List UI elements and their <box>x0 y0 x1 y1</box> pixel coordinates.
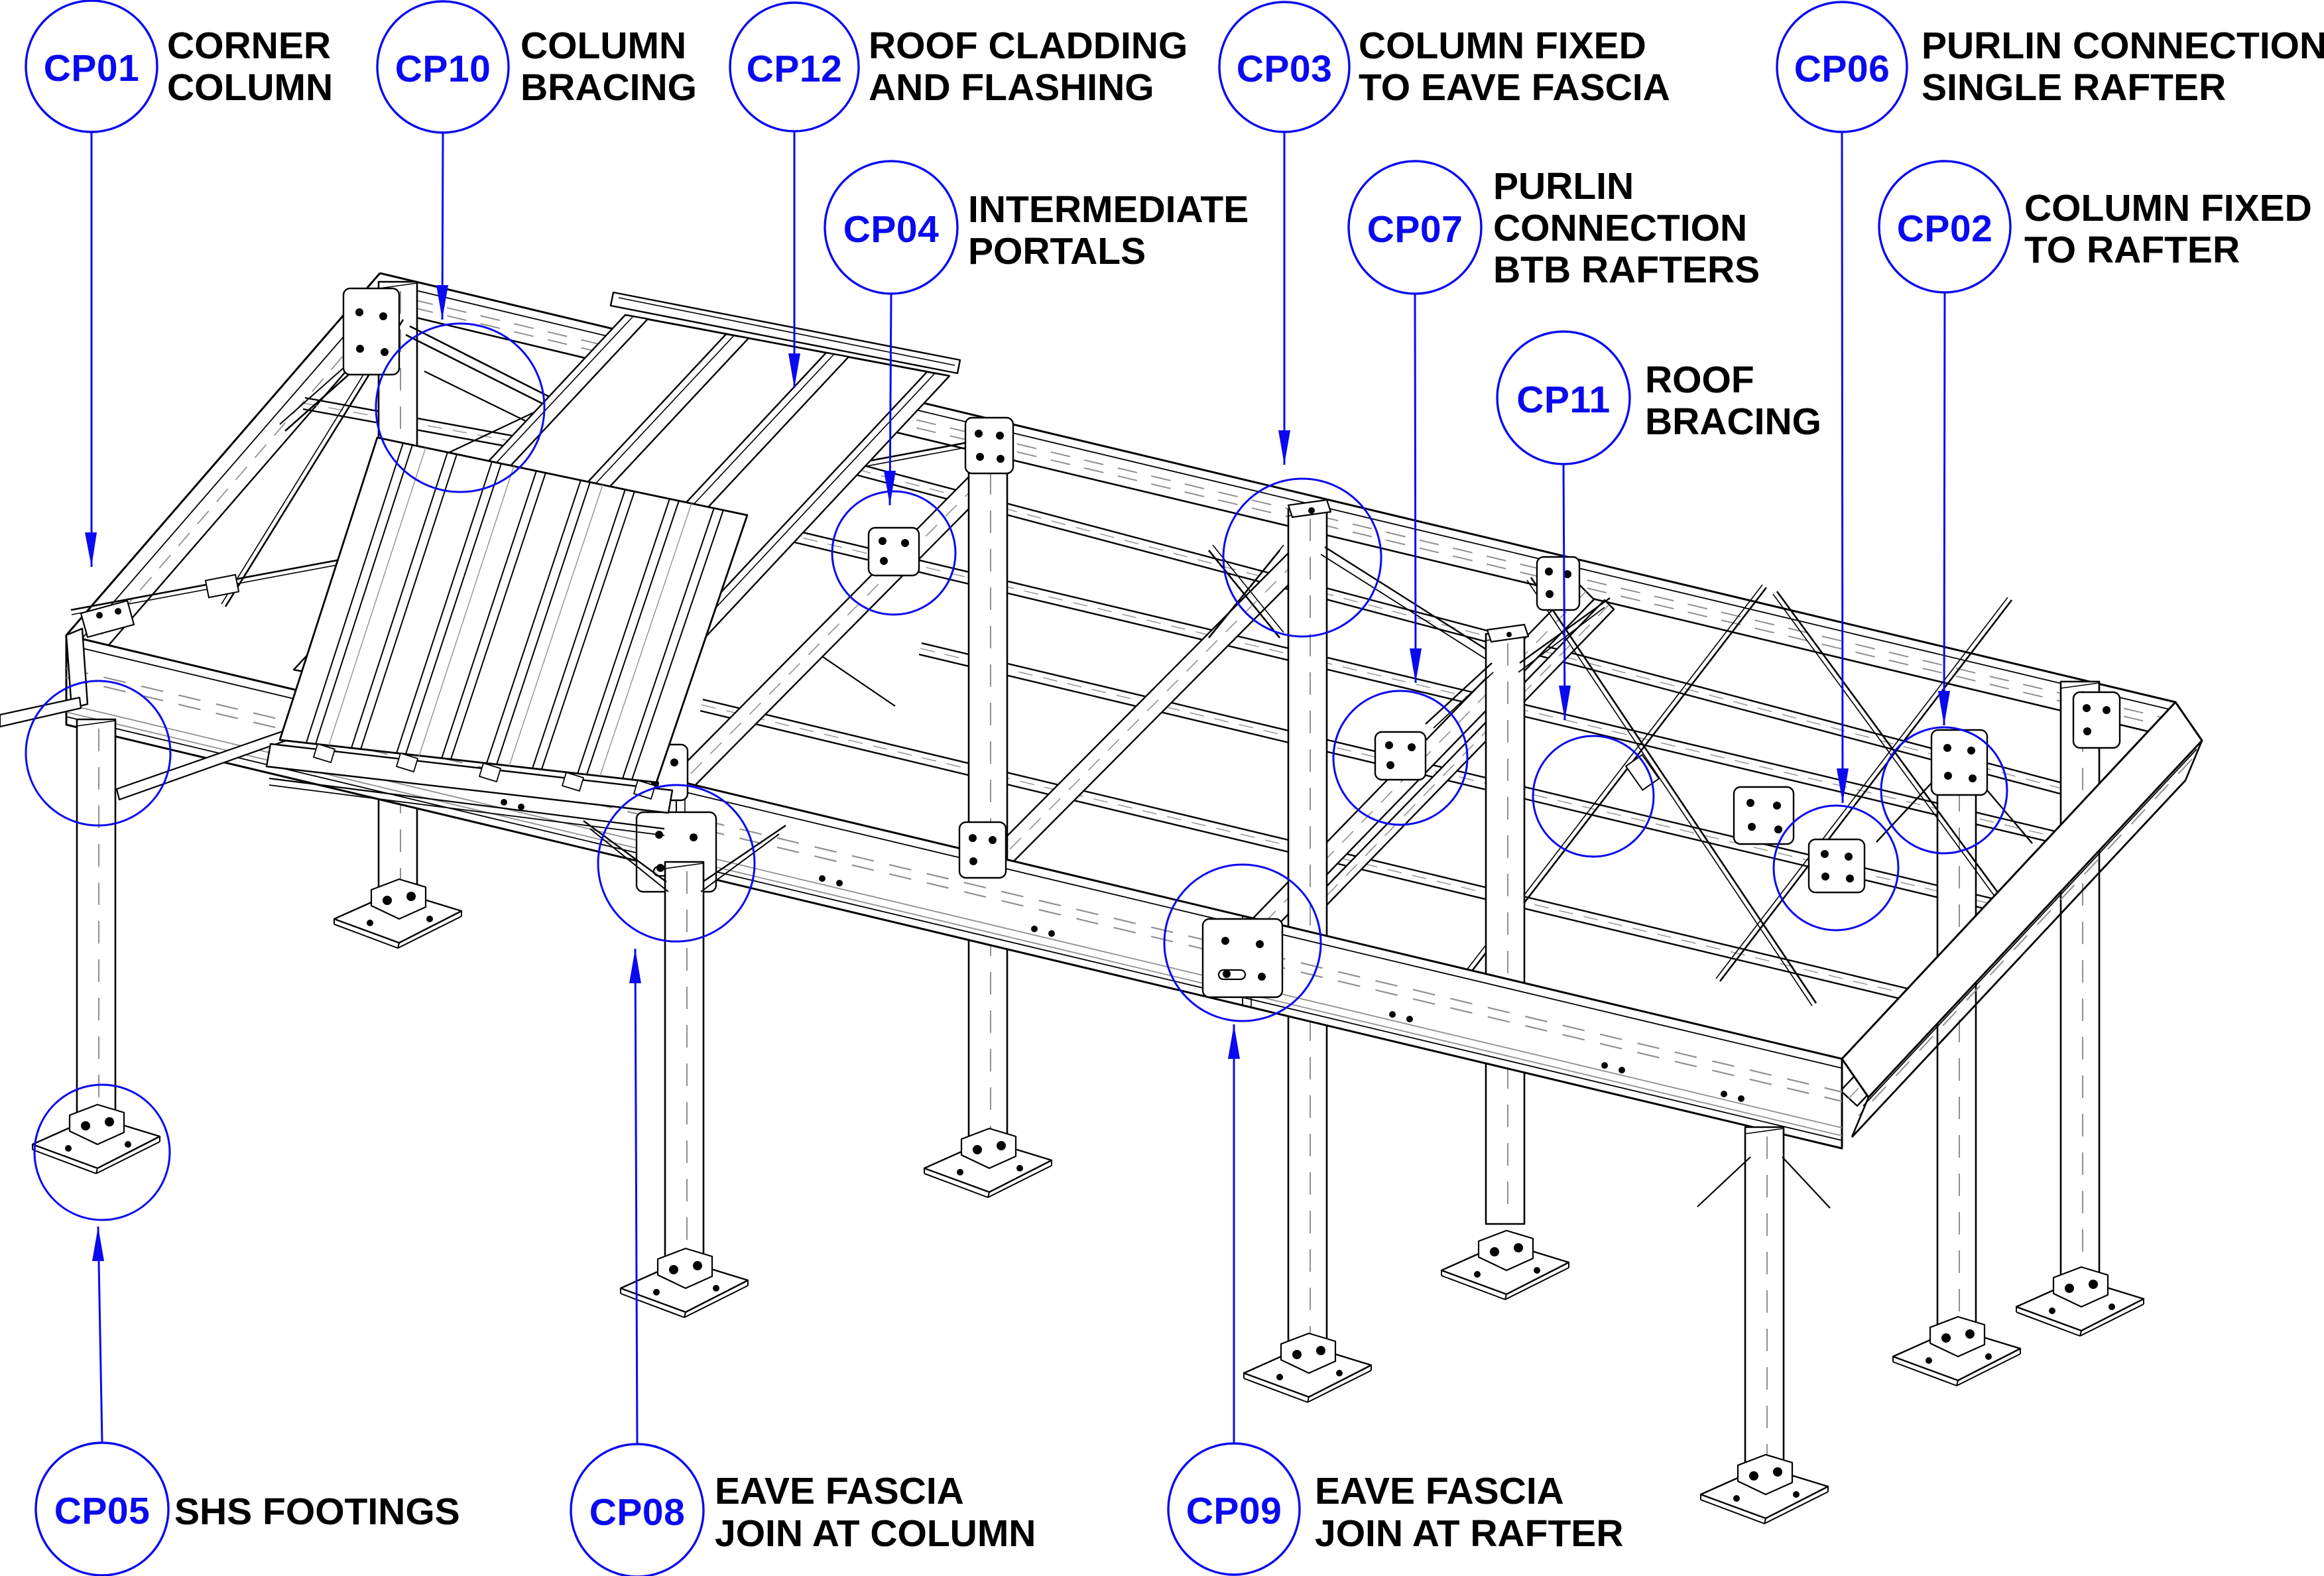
svg-text:ROOF: ROOF <box>1645 359 1754 401</box>
svg-text:CP11: CP11 <box>1516 379 1610 421</box>
svg-text:COLUMN: COLUMN <box>520 25 686 67</box>
svg-text:CORNER: CORNER <box>167 25 331 67</box>
svg-text:PURLIN: PURLIN <box>1493 165 1634 208</box>
svg-text:CP08: CP08 <box>589 1491 686 1534</box>
svg-text:COLUMN FIXED: COLUMN FIXED <box>1359 25 1646 67</box>
svg-text:TO RAFTER: TO RAFTER <box>2024 229 2240 271</box>
svg-text:AND FLASHING: AND FLASHING <box>869 66 1154 109</box>
svg-text:JOIN AT COLUMN: JOIN AT COLUMN <box>715 1512 1036 1555</box>
svg-text:CP12: CP12 <box>747 48 843 90</box>
svg-text:COLUMN FIXED: COLUMN FIXED <box>2024 187 2312 229</box>
svg-text:CP07: CP07 <box>1367 208 1463 251</box>
svg-text:EAVE FASCIA: EAVE FASCIA <box>715 1470 964 1512</box>
svg-text:SINGLE RAFTER: SINGLE RAFTER <box>1922 66 2226 109</box>
svg-text:COLUMN: COLUMN <box>167 66 333 109</box>
svg-text:PORTALS: PORTALS <box>968 230 1146 273</box>
svg-text:ROOF CLADDING: ROOF CLADDING <box>869 25 1188 67</box>
svg-text:CP09: CP09 <box>1186 1490 1282 1532</box>
svg-text:EAVE FASCIA: EAVE FASCIA <box>1315 1470 1564 1512</box>
svg-text:CONNECTION: CONNECTION <box>1493 207 1747 249</box>
svg-text:INTERMEDIATE: INTERMEDIATE <box>968 188 1249 231</box>
svg-text:CP10: CP10 <box>395 48 491 90</box>
svg-text:BTB RAFTERS: BTB RAFTERS <box>1493 249 1760 291</box>
svg-text:BRACING: BRACING <box>1645 400 1821 443</box>
svg-text:TO EAVE FASCIA: TO EAVE FASCIA <box>1359 66 1670 109</box>
svg-text:PURLIN CONNECTION: PURLIN CONNECTION <box>1922 25 2324 67</box>
svg-text:CP05: CP05 <box>54 1490 151 1532</box>
svg-text:CP03: CP03 <box>1237 48 1333 90</box>
svg-text:CP04: CP04 <box>843 208 940 251</box>
svg-text:CP02: CP02 <box>1897 208 1993 250</box>
svg-text:CP01: CP01 <box>44 47 140 90</box>
svg-text:BRACING: BRACING <box>520 66 697 109</box>
svg-text:SHS FOOTINGS: SHS FOOTINGS <box>174 1490 460 1533</box>
svg-text:JOIN AT RAFTER: JOIN AT RAFTER <box>1315 1512 1624 1555</box>
svg-text:CP06: CP06 <box>1794 48 1890 90</box>
